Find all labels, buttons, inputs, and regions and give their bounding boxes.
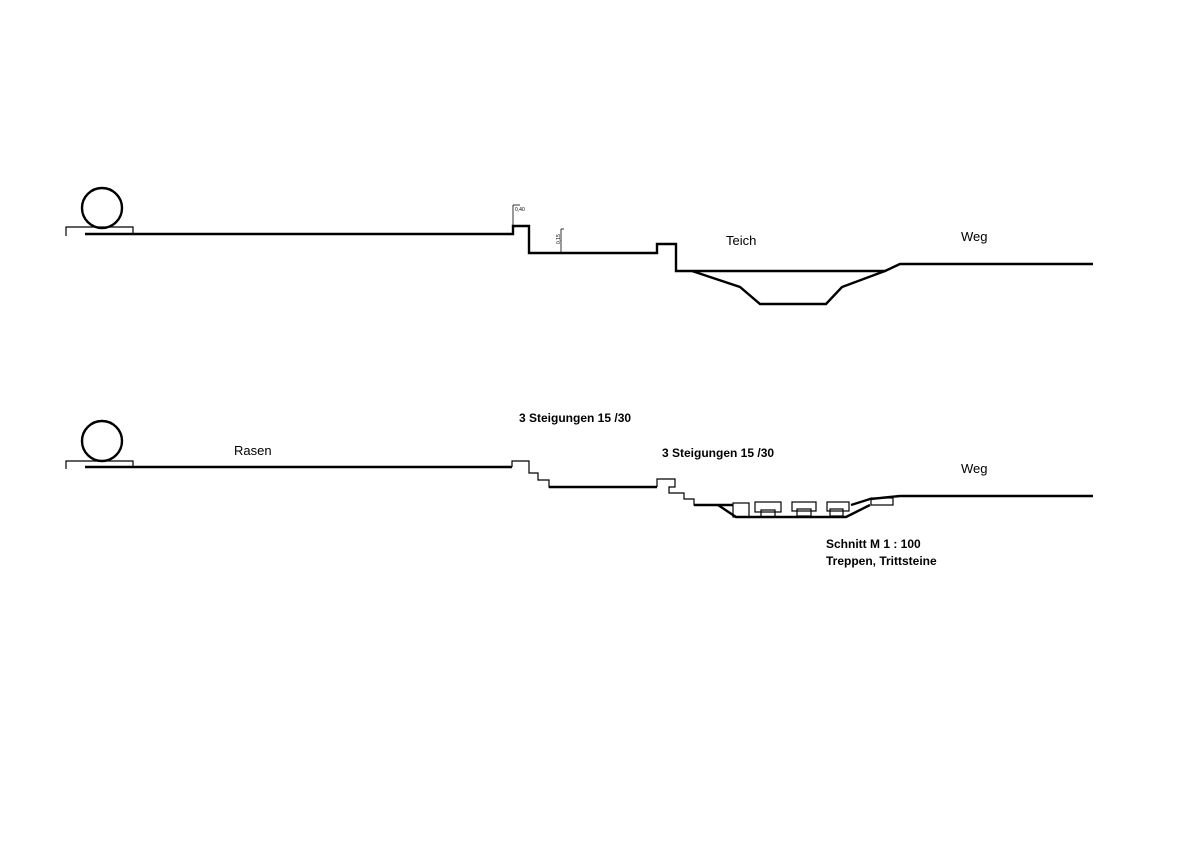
stepping-stone [829, 508, 844, 517]
section-bottom: Rasen 3 Steigungen 15 /30 3 Steigungen 1… [65, 411, 1093, 519]
tree-crown [80, 186, 124, 230]
stepping-stones [732, 497, 894, 518]
title-block: Schnitt M 1 : 100 Treppen, Trittsteine [826, 537, 937, 568]
label-rasen: Rasen [234, 443, 272, 458]
stair-1 [511, 460, 657, 488]
title-line-2: Treppen, Trittsteine [826, 554, 937, 568]
tree-symbol-top [65, 186, 134, 236]
dimension-label-2: 0,15 [556, 234, 562, 244]
section-top: 0,40 0,15 Teich Weg [65, 186, 1093, 306]
dimension-marker-1: 0,40 [512, 204, 525, 226]
stepping-stone [732, 502, 750, 518]
pond-basin [691, 269, 886, 306]
stepping-stone [760, 509, 776, 518]
title-line-1: Schnitt M 1 : 100 [826, 537, 921, 551]
dimension-marker-2: 0,15 [556, 228, 564, 253]
stair-2 [656, 478, 732, 506]
label-weg-bottom: Weg [961, 461, 988, 476]
stepping-stone [870, 497, 894, 506]
pond-basin-bottom [717, 503, 871, 519]
label-steigungen-1: 3 Steigungen 15 /30 [519, 411, 631, 425]
label-steigungen-2: 3 Steigungen 15 /30 [662, 446, 774, 460]
tree-symbol-bottom [65, 419, 134, 469]
ground-profile-top [85, 224, 1093, 273]
stepping-stone [826, 501, 850, 512]
stepping-stone [796, 508, 812, 517]
tree-crown [80, 419, 124, 463]
label-teich: Teich [726, 233, 756, 248]
stepping-stone [754, 501, 782, 513]
ground-to-weg [850, 494, 1093, 507]
dimension-label-1: 0,40 [515, 207, 525, 213]
label-weg-top: Weg [961, 229, 988, 244]
stepping-stone [791, 501, 817, 512]
tree-planting-bed [65, 226, 134, 236]
tree-planting-bed [65, 460, 134, 469]
